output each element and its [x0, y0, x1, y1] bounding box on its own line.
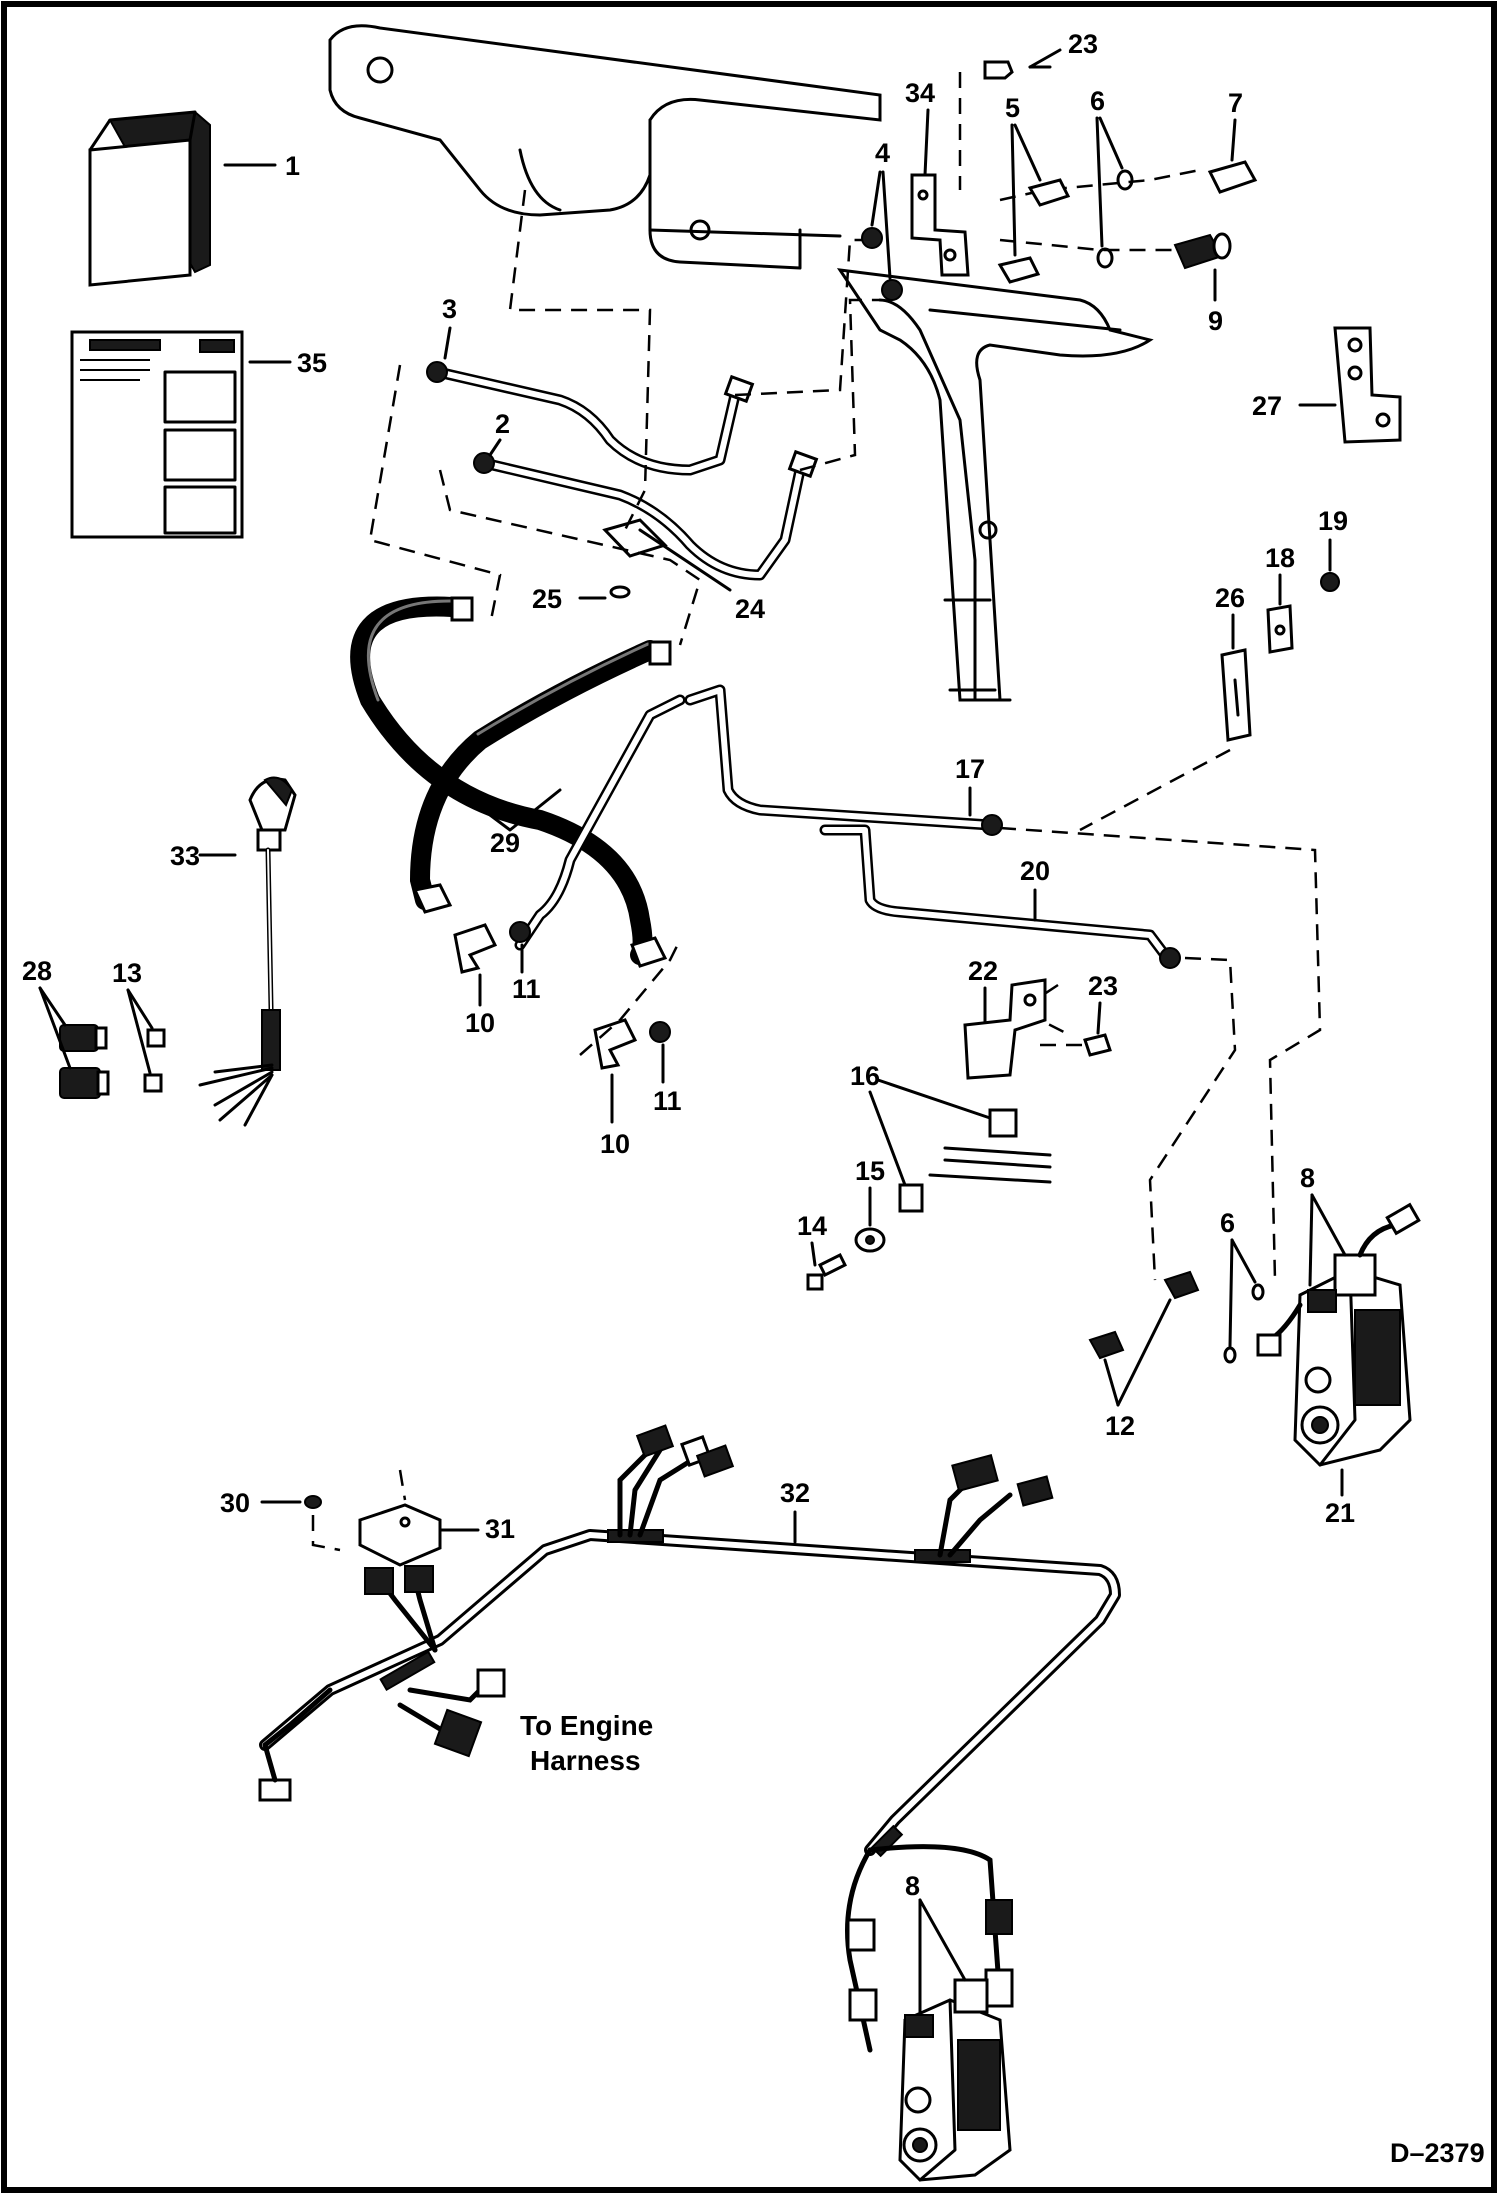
- part-16-clamps: [898, 1108, 1052, 1213]
- part-32-harness: [258, 1424, 1121, 2053]
- callout-8-lower: 8: [905, 1871, 920, 1901]
- callout-15: 15: [855, 1156, 885, 1186]
- callout-7: 7: [1228, 88, 1243, 118]
- callout-31: 31: [485, 1514, 515, 1544]
- part-33-switch: [198, 776, 297, 1127]
- callout-21: 21: [1325, 1498, 1355, 1528]
- callout-10-lower: 10: [600, 1129, 630, 1159]
- callout-11-upper: 11: [512, 974, 541, 1004]
- part-22-bracket: [963, 978, 1047, 1080]
- part-23-bolt-lower: [1040, 1033, 1112, 1057]
- part-1-box: [88, 110, 277, 287]
- callout-19: 19: [1318, 506, 1348, 536]
- callout-16: 16: [850, 1061, 880, 1091]
- part-11-nut-lower: [649, 1021, 671, 1043]
- callout-34: 34: [905, 78, 935, 108]
- part-7-plug: [1207, 160, 1258, 194]
- part-9-fitting: [1173, 232, 1232, 270]
- callout-29: 29: [490, 828, 520, 858]
- part-34-bracket: [910, 173, 970, 277]
- part-3-tube: [426, 361, 755, 476]
- part-28-connectors: [59, 1024, 110, 1099]
- callout-23-top: 23: [1068, 29, 1098, 59]
- machine-frame: [836, 268, 1154, 702]
- note-line-2: Harness: [530, 1745, 641, 1776]
- part-11-nut-upper: [509, 921, 531, 943]
- part-10-elbow-lower: [593, 1018, 638, 1070]
- callout-2: 2: [495, 409, 510, 439]
- callout-20: 20: [1020, 856, 1050, 886]
- part-35-instruction-sheet: [70, 330, 292, 539]
- callout-35: 35: [297, 348, 327, 378]
- callout-12: 12: [1105, 1411, 1135, 1441]
- dashed-connection-fittings: [579, 939, 682, 1056]
- callout-26: 26: [1215, 583, 1245, 613]
- part-17-tube: [514, 684, 1003, 951]
- note-line-1: To Engine: [520, 1710, 653, 1741]
- callout-33: 33: [170, 841, 200, 871]
- part-13-terminals: [143, 1028, 166, 1093]
- loader-arm: [328, 24, 882, 270]
- part-27-bracket: [1298, 326, 1402, 444]
- lower-valve: [898, 1978, 1012, 2182]
- part-12-fittings: [1088, 1270, 1200, 1360]
- part-29-hoses: [350, 596, 672, 968]
- callout-4: 4: [875, 138, 890, 168]
- part-30-washer: [304, 1469, 407, 1552]
- callout-24: 24: [735, 594, 765, 624]
- part-10-elbow-upper: [453, 923, 498, 974]
- callout-25: 25: [532, 584, 562, 614]
- part-31-bracket: [358, 1503, 442, 1567]
- callout-17: 17: [955, 754, 985, 784]
- part-25-washer: [578, 585, 631, 600]
- part-6-orings: [1096, 169, 1134, 269]
- callouts: 1 35 3 2 23 34 4 5 6 7 9 27 25 24 19 18 …: [22, 29, 1355, 2014]
- callout-1: 1: [285, 151, 300, 181]
- callout-10-upper: 10: [465, 1008, 495, 1038]
- callout-14: 14: [797, 1211, 827, 1241]
- callout-6-top: 6: [1090, 86, 1105, 116]
- part-26-bracket: [1220, 648, 1252, 742]
- part-19-nut: [1320, 572, 1340, 592]
- engine-harness-note: To Engine Harness: [520, 1710, 653, 1776]
- callout-23-lower: 23: [1088, 971, 1118, 1001]
- part-14-bolt: [806, 1252, 848, 1291]
- callout-5: 5: [1005, 93, 1020, 123]
- callout-3: 3: [442, 294, 457, 324]
- part-6-orings-valve: [1223, 1283, 1265, 1364]
- part-15-washer: [854, 1227, 886, 1253]
- callout-6-lower: 6: [1220, 1208, 1235, 1238]
- callout-28: 28: [22, 956, 52, 986]
- callout-13: 13: [112, 958, 142, 988]
- part-24-clamp: [602, 518, 732, 592]
- part-5-fittings: [997, 178, 1071, 284]
- callout-8-upper: 8: [1300, 1163, 1315, 1193]
- part-18-bracket: [1266, 604, 1294, 654]
- part-23-bolt-top: [983, 60, 1052, 80]
- callout-18: 18: [1265, 543, 1295, 573]
- callout-32: 32: [780, 1478, 810, 1508]
- callout-22: 22: [968, 956, 998, 986]
- part-21-valve: [1256, 1202, 1421, 1467]
- dashed-connections-lower: [999, 748, 1322, 1281]
- part-4-nuts: [861, 227, 903, 301]
- callout-30: 30: [220, 1488, 250, 1518]
- callout-11-lower: 11: [653, 1086, 682, 1116]
- callout-27: 27: [1252, 391, 1282, 421]
- drawing-number: D–2379: [1390, 2138, 1485, 2168]
- part-20-tube: [819, 824, 1181, 969]
- callout-9: 9: [1208, 306, 1223, 336]
